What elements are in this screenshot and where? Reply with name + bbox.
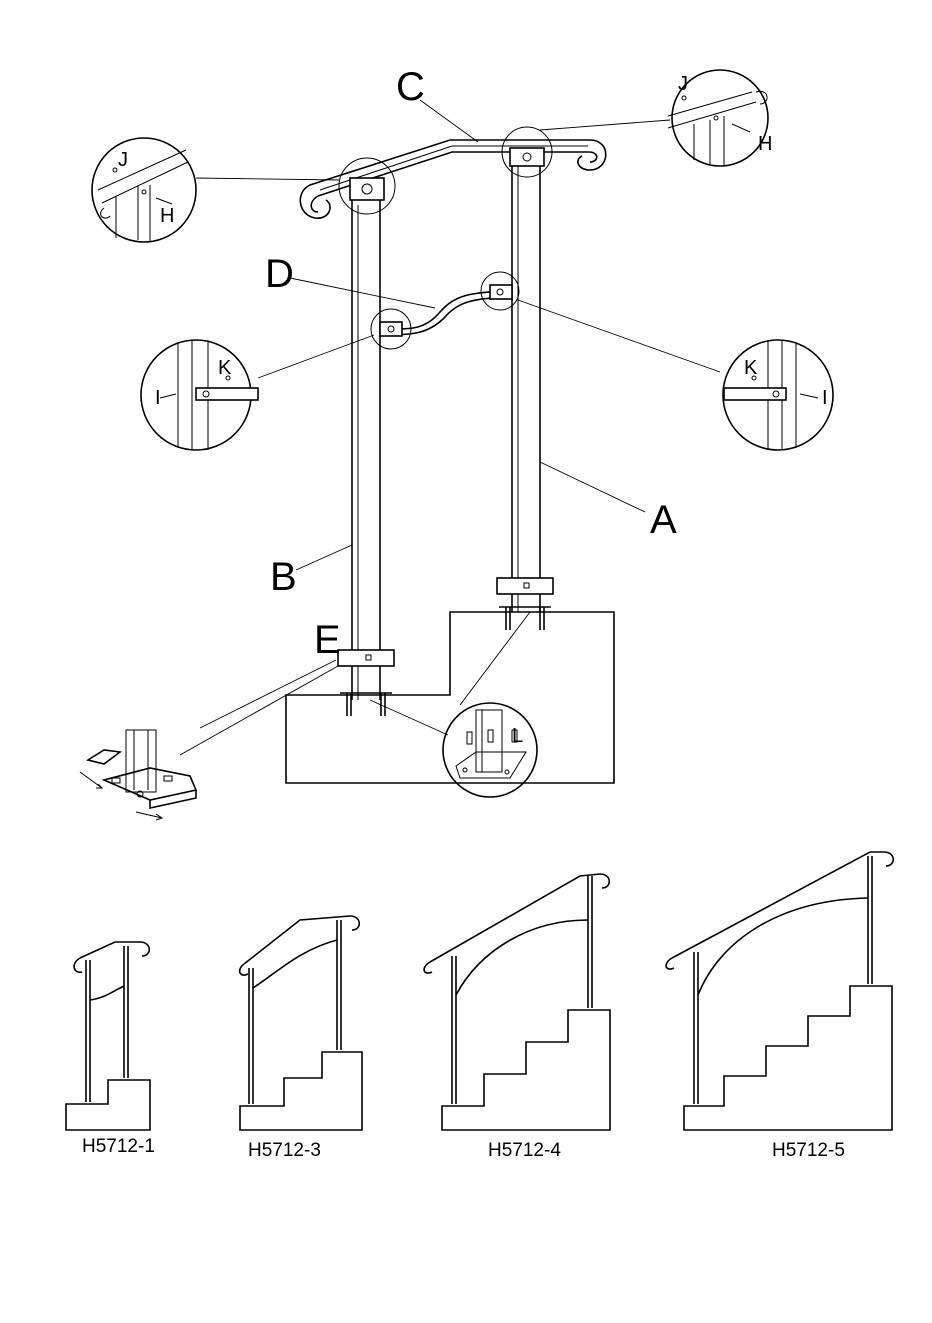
label-j-right: J <box>678 73 688 95</box>
label-j-left: J <box>118 149 128 171</box>
label-d: D <box>265 252 294 296</box>
label-a: A <box>650 498 677 542</box>
post-a <box>512 158 540 612</box>
model-h5712-1 <box>66 942 150 1130</box>
caption-h5712-4: H5712-4 <box>488 1140 561 1161</box>
caption-h5712-3: H5712-3 <box>248 1140 321 1161</box>
model-h5712-3 <box>240 916 362 1130</box>
post-b <box>352 200 380 700</box>
label-h-left: H <box>160 205 174 227</box>
label-k-right: K <box>744 357 758 379</box>
label-e: E <box>314 618 341 662</box>
model-h5712-4 <box>424 874 610 1130</box>
label-l: L <box>512 725 523 747</box>
caption-h5712-5: H5712-5 <box>772 1140 845 1161</box>
model-h5712-5 <box>666 852 893 1130</box>
label-b: B <box>270 555 297 599</box>
main-assembly: C D A B E J H J H K I K I L <box>80 65 833 820</box>
caption-h5712-1: H5712-1 <box>82 1136 155 1157</box>
label-i-right: I <box>822 387 828 409</box>
label-i-left: I <box>155 387 161 409</box>
zoom-detail-mid-right <box>723 340 833 450</box>
zoom-detail-top-left <box>92 138 196 242</box>
collar-e-right <box>497 578 553 594</box>
handrail-c <box>300 140 605 218</box>
label-h-right: H <box>758 133 772 155</box>
label-c: C <box>396 65 425 109</box>
model-variants: H5712-1 H5712-3 H5712-4 H5712-5 <box>66 852 893 1161</box>
zoom-detail-base-plate <box>80 730 196 820</box>
label-k-left: K <box>218 357 232 379</box>
